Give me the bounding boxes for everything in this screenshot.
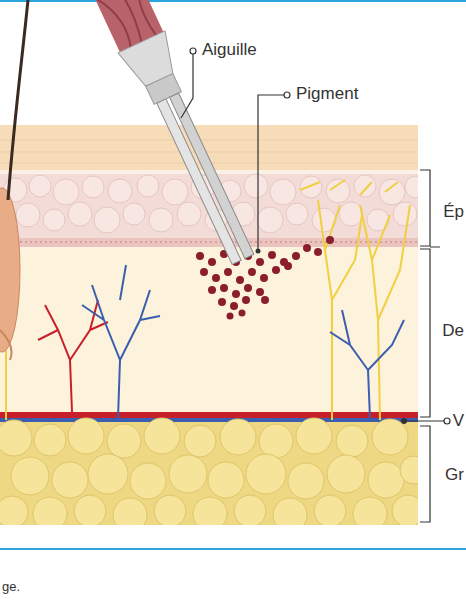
- part-label: Aiguille: [202, 41, 257, 60]
- part-label: Gr: [445, 466, 464, 485]
- part-label: Ép: [443, 203, 464, 222]
- figure-caption: ge.: [2, 580, 20, 594]
- part-label: V: [453, 412, 464, 431]
- part-label: Pigment: [296, 85, 358, 104]
- part-label: De: [442, 322, 464, 341]
